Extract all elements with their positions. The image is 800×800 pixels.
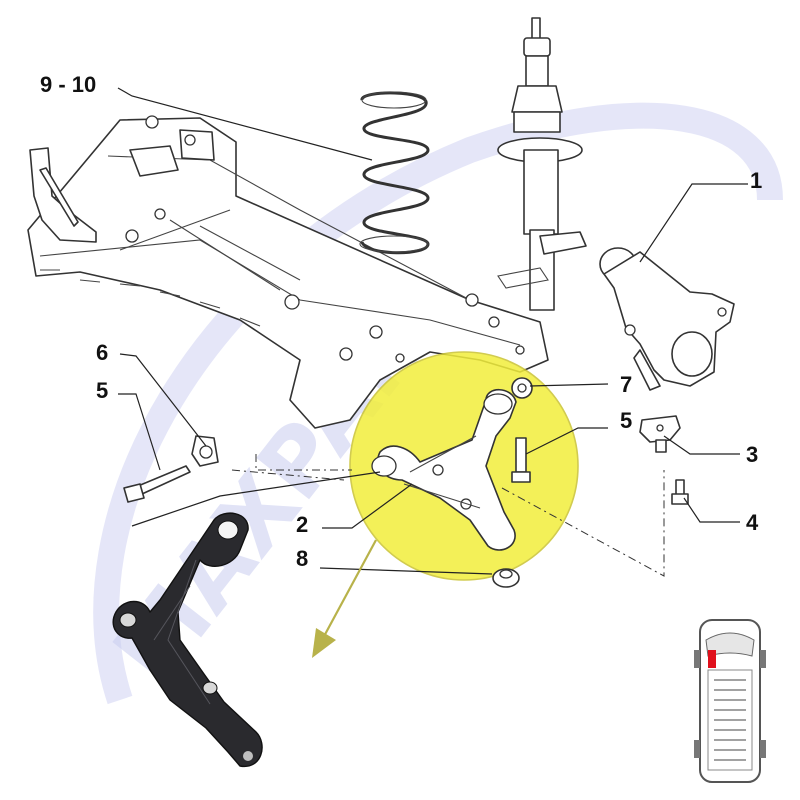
callout-screw: 4 (746, 510, 759, 535)
callout-control-arm: 2 (296, 512, 308, 537)
callout-rear-bush: 8 (296, 546, 308, 571)
callout-bolt-right: 5 (620, 408, 632, 433)
coil-spring (359, 91, 430, 255)
leader-lines (117, 87, 748, 575)
callout-bushing: 6 (96, 340, 108, 365)
callout-ball-joint: 3 (746, 442, 758, 467)
callout-knuckle: 1 (750, 168, 762, 193)
callout-bolt-left: 5 (96, 378, 108, 403)
callout-nut: 7 (620, 372, 632, 397)
front-left-wheel-marker (708, 650, 716, 668)
pointer-arrow-icon (312, 539, 377, 658)
rear-bush (492, 568, 520, 588)
ball-joint (639, 415, 681, 453)
shock-absorber (497, 17, 587, 311)
van-top-view-icon (694, 619, 766, 783)
bolt-left (123, 465, 191, 503)
control-arm (371, 388, 517, 551)
nut (511, 377, 533, 399)
photo-bushing-rear (119, 612, 137, 628)
bolt-center (511, 437, 531, 483)
bushing (191, 435, 219, 467)
subframe (27, 115, 549, 429)
control-arm-photo (112, 512, 263, 767)
photo-bushing-front (217, 520, 239, 540)
steering-knuckle (599, 247, 735, 391)
callout-spring: 9 - 10 (40, 72, 96, 97)
assembly-lines (231, 454, 665, 577)
callout-labels: 9 - 10 1 6 5 7 5 3 2 4 8 (40, 72, 762, 571)
